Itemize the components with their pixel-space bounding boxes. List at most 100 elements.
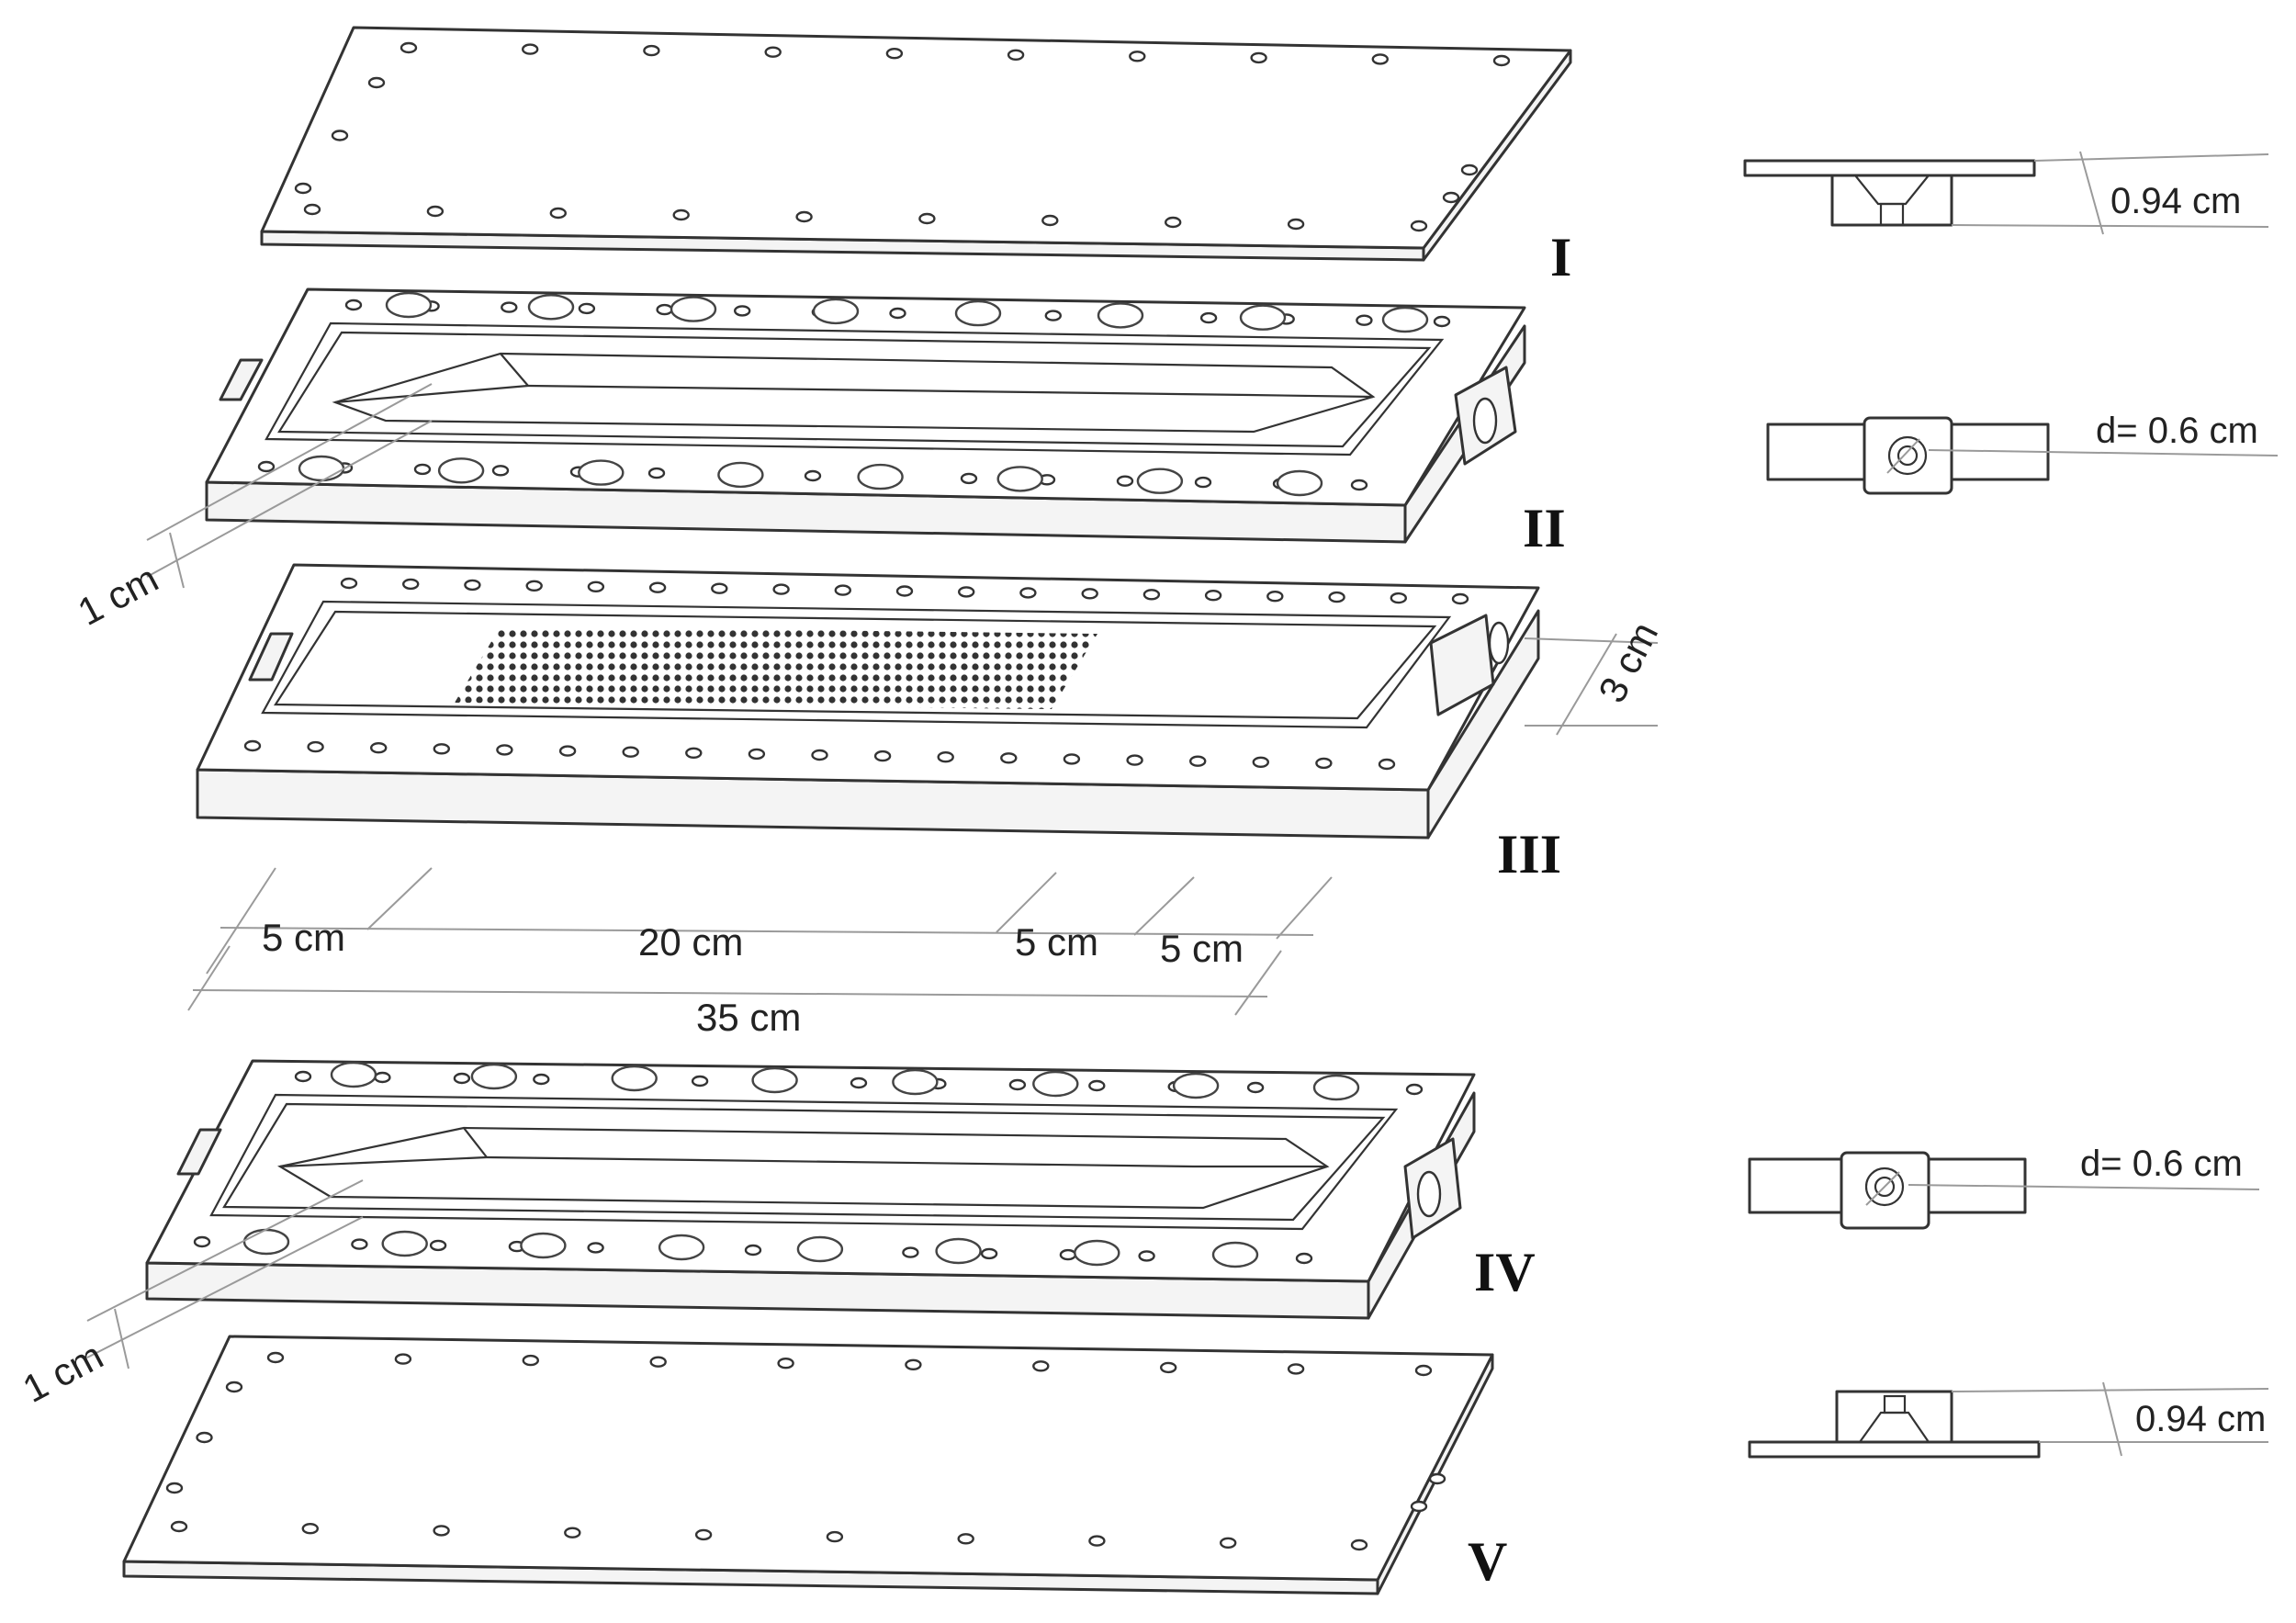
bolt-hole bbox=[470, 1063, 518, 1090]
bolt-hole bbox=[1356, 314, 1373, 326]
dim-bottom-port-diameter: d= 0.6 cm bbox=[2080, 1144, 2243, 1184]
bolt-hole bbox=[902, 1246, 919, 1258]
bolt-hole bbox=[1142, 589, 1161, 601]
dim-top-plate-thickness: 0.94 cm bbox=[2110, 181, 2241, 221]
bolt-hole bbox=[1315, 757, 1333, 770]
bolt-hole bbox=[1433, 315, 1451, 328]
bolt-hole bbox=[520, 1232, 567, 1259]
bolt-hole bbox=[367, 76, 386, 89]
bolt-hole bbox=[193, 1235, 211, 1248]
bolt-hole bbox=[1211, 1241, 1259, 1268]
bolt-hole bbox=[796, 1235, 844, 1263]
bolt-hole bbox=[196, 1431, 213, 1444]
bolt-hole bbox=[1371, 53, 1390, 65]
bolt-hole bbox=[1032, 1360, 1050, 1372]
dim-seg-1: 5 cm bbox=[262, 916, 345, 959]
dim-seg-2: 20 cm bbox=[638, 920, 743, 964]
bolt-hole bbox=[748, 748, 766, 761]
bolt-hole bbox=[672, 209, 690, 221]
bolt-hole bbox=[918, 212, 936, 225]
bolt-hole bbox=[1074, 1239, 1120, 1267]
bolt-hole bbox=[527, 294, 575, 321]
bolt-hole bbox=[413, 463, 432, 476]
bolt-hole bbox=[611, 1065, 658, 1092]
label-layer-I: I bbox=[1550, 227, 1571, 287]
bolt-hole bbox=[850, 1076, 868, 1089]
bolt-hole bbox=[889, 307, 906, 320]
bolt-hole bbox=[549, 207, 567, 220]
bolt-hole bbox=[895, 585, 914, 597]
bolt-hole bbox=[1204, 590, 1222, 602]
bolt-hole bbox=[1414, 1364, 1433, 1377]
bolt-hole bbox=[772, 583, 790, 595]
bolt-hole bbox=[1328, 591, 1345, 603]
bolt-hole bbox=[656, 303, 673, 316]
bolt-hole bbox=[464, 579, 481, 592]
layer-I-top-plate bbox=[260, 26, 1572, 262]
bolt-hole bbox=[812, 298, 860, 325]
bolt-hole bbox=[1044, 310, 1063, 321]
bolt-hole bbox=[243, 739, 262, 752]
layer-II-upper-flow-plate bbox=[205, 287, 1526, 544]
bolt-hole bbox=[1019, 587, 1037, 599]
bolt-hole bbox=[647, 467, 666, 479]
bolt-hole bbox=[954, 299, 1002, 327]
bolt-hole bbox=[1287, 218, 1305, 231]
bolt-hole bbox=[1041, 214, 1059, 227]
bolt-hole bbox=[501, 301, 518, 313]
bolt-hole bbox=[960, 472, 978, 485]
bolt-hole bbox=[1312, 1074, 1360, 1101]
bolt-hole bbox=[1032, 1070, 1079, 1098]
label-layer-V: V bbox=[1468, 1531, 1507, 1592]
bolt-hole bbox=[795, 210, 813, 223]
bolt-hole bbox=[1194, 476, 1212, 489]
bolt-hole bbox=[751, 1066, 798, 1094]
bolt-hole bbox=[564, 1527, 581, 1538]
bolt-hole bbox=[1059, 1248, 1077, 1261]
bolt-hole bbox=[658, 1234, 705, 1261]
side-view-bottom-plate bbox=[1748, 1381, 2269, 1459]
bolt-hole bbox=[1276, 469, 1323, 497]
bolt-hole bbox=[331, 130, 349, 141]
bolt-hole bbox=[1239, 304, 1287, 331]
bolt-hole bbox=[980, 1247, 998, 1260]
bolt-hole bbox=[834, 584, 851, 596]
bolt-hole bbox=[242, 1228, 290, 1256]
bolt-hole bbox=[257, 460, 276, 473]
bolt-hole bbox=[744, 1244, 762, 1257]
bolt-hole bbox=[351, 1238, 368, 1250]
pin-array-area bbox=[455, 626, 1097, 709]
bolt-hole bbox=[957, 1533, 974, 1545]
dim-seg-4: 5 cm bbox=[1160, 927, 1244, 970]
bolt-hole bbox=[1199, 311, 1218, 324]
bolt-hole bbox=[857, 463, 904, 490]
bolt-hole bbox=[643, 44, 660, 57]
layer-V-bottom-plate bbox=[122, 1335, 1494, 1595]
bolt-hole bbox=[649, 1356, 667, 1368]
bolt-hole bbox=[1287, 1363, 1305, 1375]
bolt-hole bbox=[225, 1381, 243, 1393]
bolt-hole bbox=[533, 1073, 550, 1086]
dimension-lines bbox=[86, 383, 1659, 1369]
bolt-hole bbox=[935, 1237, 982, 1265]
bolt-hole bbox=[1097, 302, 1144, 329]
bolt-hole bbox=[1126, 754, 1143, 766]
bolt-hole bbox=[1246, 1081, 1265, 1094]
bolt-hole bbox=[587, 580, 605, 592]
bolt-hole bbox=[1129, 51, 1146, 62]
bolt-hole bbox=[370, 742, 388, 754]
bolt-hole bbox=[811, 749, 828, 761]
bolt-hole bbox=[1088, 1535, 1106, 1547]
bolt-hole bbox=[301, 1522, 319, 1535]
dim-bottom-plate-thickness: 0.94 cm bbox=[2135, 1399, 2266, 1439]
bolt-hole bbox=[429, 1239, 447, 1252]
layer-II-bolt-holes bbox=[257, 291, 1451, 497]
bolt-hole bbox=[307, 740, 324, 753]
bolt-hole bbox=[1381, 306, 1429, 333]
bolt-hole bbox=[330, 1061, 377, 1088]
bolt-hole bbox=[804, 469, 822, 482]
bolt-hole bbox=[1428, 1472, 1446, 1485]
bolt-hole bbox=[1405, 1083, 1424, 1096]
bolt-hole bbox=[303, 203, 321, 216]
bolt-hole bbox=[764, 46, 782, 58]
